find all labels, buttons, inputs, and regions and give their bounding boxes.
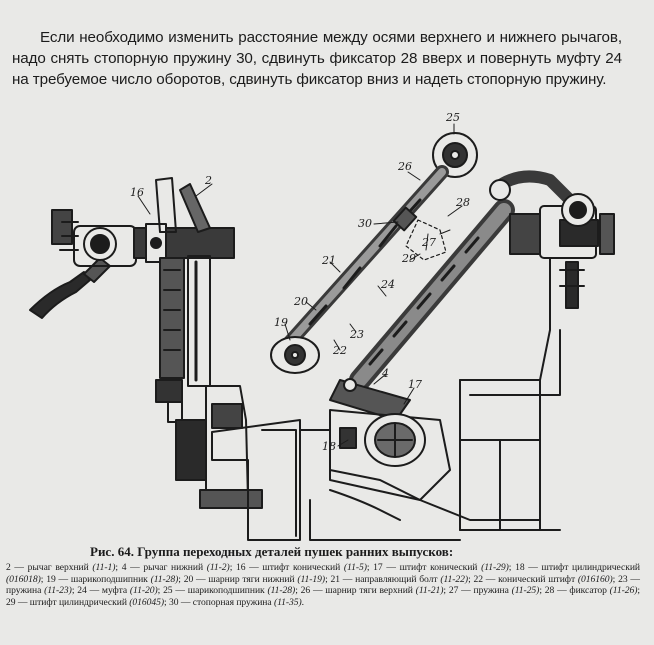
legend-entry-ref: (11-22)	[437, 573, 469, 585]
legend-entry-number: 19	[46, 573, 56, 585]
legend-entry: 27 — пружина (11-25)	[448, 585, 540, 597]
legend-entry-description: конический штифт	[498, 573, 576, 585]
legend-entry-number: 20	[183, 573, 194, 585]
legend-entry-description: штифт конический	[399, 562, 478, 573]
legend-entry-description: штифт цилиндрический	[541, 562, 640, 573]
linkage-rods	[270, 132, 515, 421]
legend-entry-number: 25	[163, 585, 173, 597]
callout-27: 27	[421, 236, 436, 249]
right-mechanism	[459, 170, 615, 531]
legend-entry-number: 2	[6, 562, 11, 573]
callout-25: 25	[445, 111, 460, 124]
legend-entry-ref: (016160)	[575, 573, 613, 585]
legend-entry: 22 — конический штифт (016160)	[473, 573, 613, 585]
legend-entry: 30 — стопорная пружина (11-35)	[169, 596, 302, 608]
leader-lines	[137, 123, 463, 447]
callout-20: 20	[293, 295, 308, 308]
callout-17: 17	[408, 378, 422, 391]
legend-entry: 26 — шарнир тяги верхний (11-21)	[300, 585, 444, 597]
callout-19: 19	[274, 316, 288, 329]
legend-entry-number: 29	[6, 596, 16, 608]
callout-18: 18	[322, 440, 336, 453]
callout-21: 21	[321, 254, 336, 267]
legend-entry-ref: (11-5)	[340, 562, 367, 573]
legend-entry: 25 — шарикоподшипник (11-28)	[163, 585, 296, 597]
legend-entry-description: рычаг нижний	[143, 562, 204, 573]
legend-entry-ref: (016045)	[126, 596, 165, 608]
legend-entry: 23 — пружина (11-23)	[6, 573, 640, 597]
legend-entry-ref: (11-35)	[271, 596, 302, 608]
legend-entry-description: шарнир тяги нижний	[208, 573, 295, 585]
callout-23: 23	[349, 328, 364, 341]
legend-entry-number: 16	[236, 562, 246, 573]
callout-22: 22	[332, 344, 347, 357]
legend-entry-ref: (11-21)	[412, 585, 444, 597]
legend-entry-number: 26	[300, 585, 311, 597]
legend-entry-description: шарнир тяги верхний	[325, 585, 413, 597]
legend-entry: 16 — штифт конический (11-5)	[236, 562, 367, 573]
legend-entry-number: 30	[169, 596, 179, 608]
legend-entry: 20 — шарнир тяги нижний (11-19)	[183, 573, 326, 585]
legend-entry-ref: (11-26)	[606, 585, 638, 597]
legend-entry-description: направляющий болт	[355, 573, 438, 585]
legend-entry-number: 28	[544, 585, 555, 597]
legend-entry-description: муфта	[101, 585, 128, 597]
intro-paragraph: Если необходимо изменить расстояние межд…	[12, 29, 622, 89]
legend-entry: 21 — направляющий болт (11-22)	[330, 573, 469, 585]
legend-entry-ref: (11-1)	[88, 562, 116, 573]
legend-entry-ref: (11-28)	[147, 573, 179, 585]
callout-30: 30	[358, 217, 372, 230]
callout-24: 24	[380, 278, 395, 291]
left-mechanism	[29, 177, 301, 541]
callout-28: 28	[455, 196, 470, 209]
legend-entry: 18 — штифт цилиндрический (016018)	[6, 562, 640, 585]
legend-entry-description: шарикоподшипник	[70, 573, 148, 585]
legend-entry-number: 4	[121, 562, 127, 573]
legend-entry-description: пружина	[6, 585, 42, 597]
legend-entry-number: 22	[473, 573, 484, 585]
legend-entry: 4 — рычаг нижний (11-2)	[121, 562, 230, 573]
legend-entry-number: 23	[618, 573, 628, 585]
legend-entry-ref: (11-25)	[508, 585, 540, 597]
legend-entry-number: 27	[448, 585, 459, 597]
legend-entry-ref: (11-2)	[203, 562, 230, 573]
legend-entry-number: 24	[77, 585, 87, 597]
legend-entry-description: пружина	[473, 585, 509, 597]
callout-26: 26	[397, 160, 412, 173]
figure-caption: Рис. 64. Группа переходных деталей пушек…	[90, 544, 454, 559]
legend-entry-description: фиксатор	[569, 585, 607, 597]
legend-entry: 19 — шарикоподшипник (11-28)	[46, 573, 179, 585]
callout-4: 4	[381, 367, 389, 380]
legend-entry-number: 17	[373, 562, 383, 573]
legend-entry-description: штифт конический	[262, 562, 341, 573]
legend-entry: 28 — фиксатор (11-26)	[544, 585, 638, 597]
legend-entry: 2 — рычаг верхний (11-1)	[6, 562, 116, 573]
callout-16: 16	[130, 186, 144, 199]
bottom-mechanism	[299, 409, 541, 541]
legend-entry-ref: (016018)	[6, 573, 41, 585]
legend-entry-number: 21	[330, 573, 340, 585]
legend-entry-description: стопорная пружина	[192, 596, 272, 608]
legend-entry-ref: (11-23)	[41, 585, 72, 597]
legend-entry-description: штифт цилиндрический	[29, 596, 127, 608]
callout-2: 2	[204, 174, 212, 187]
legend-entry-number: 18	[515, 562, 525, 573]
legend-entry: 17 — штифт конический (11-29)	[373, 562, 509, 573]
legend-entry: 24 — муфта (11-20)	[77, 585, 158, 597]
legend-entry-description: шарикоподшипник	[187, 585, 265, 597]
legend-entry-description: рычаг верхний	[27, 562, 89, 573]
figure-legend: 2 — рычаг верхний (11-1); 4 — рычаг нижн…	[6, 562, 640, 608]
legend-entry-ref: (11-19)	[294, 573, 326, 585]
legend-entry-ref: (11-28)	[264, 585, 296, 597]
legend-entry-ref: (11-20)	[127, 585, 158, 597]
callout-29: 29	[401, 252, 416, 265]
legend-entry-ref: (11-29)	[477, 562, 509, 573]
legend-entry: 29 — штифт цилиндрический (016045)	[6, 596, 165, 608]
